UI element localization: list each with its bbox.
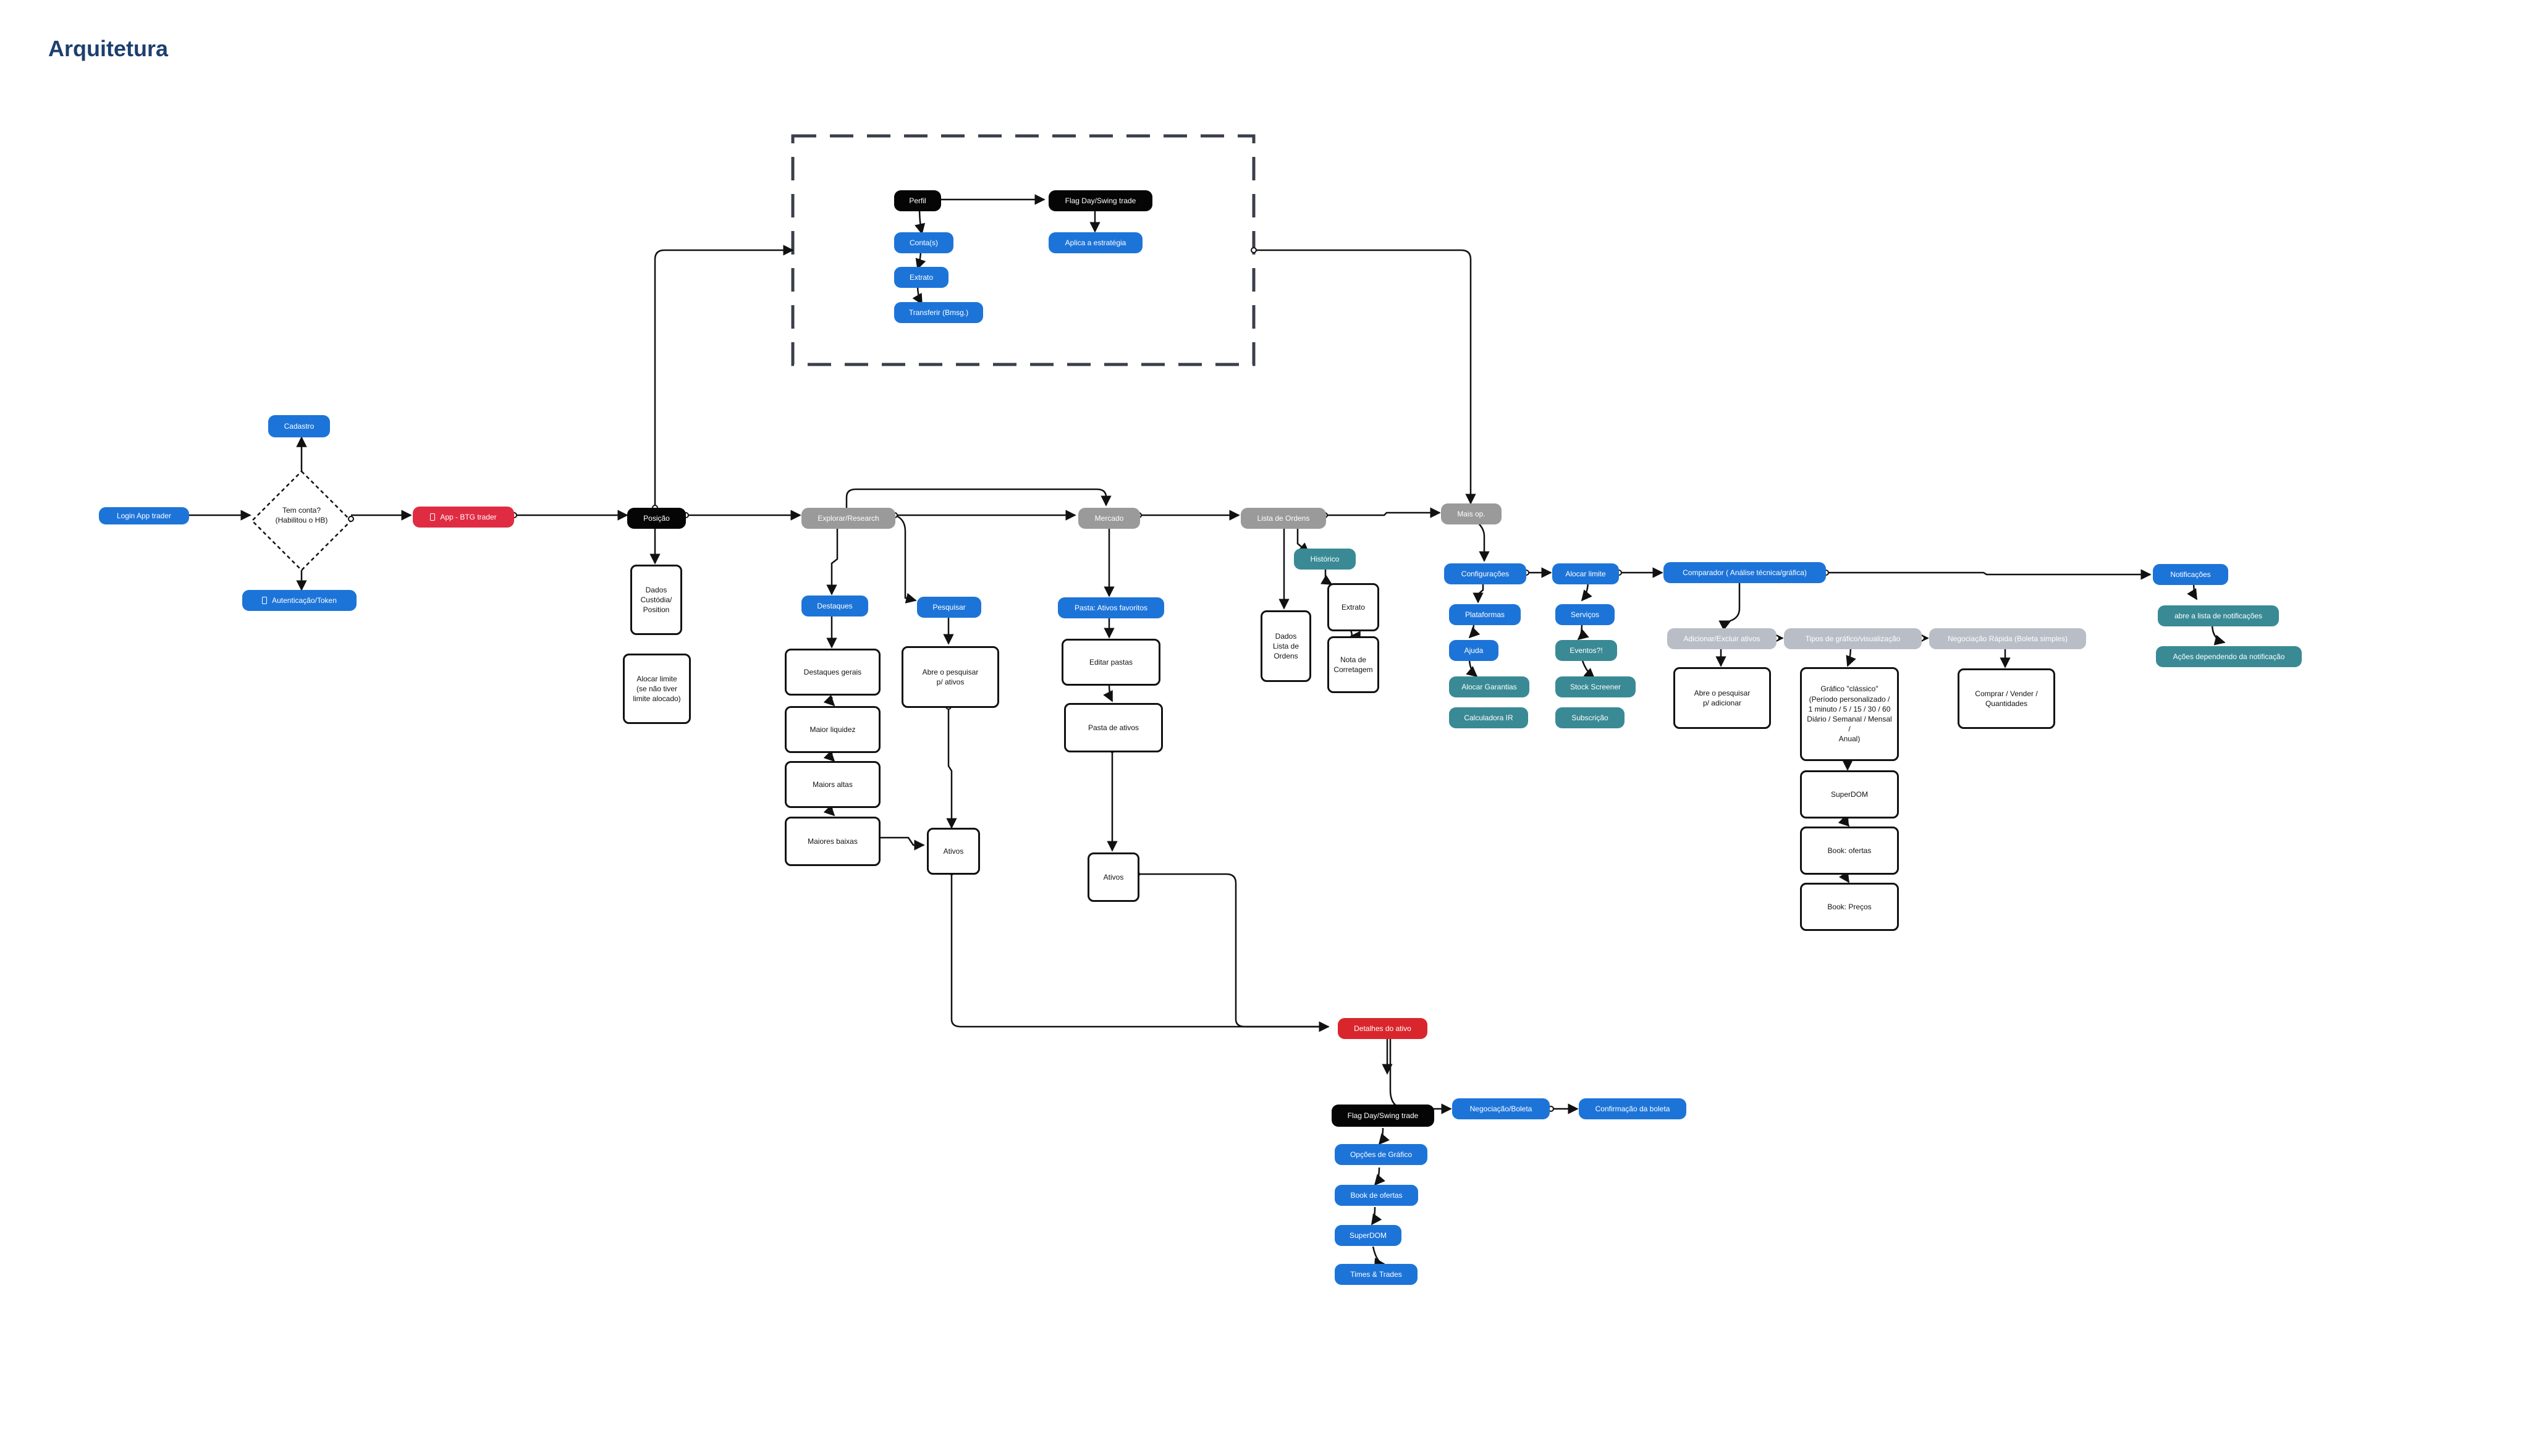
flag-day-swing-detalhes-node[interactable]: Flag Day/Swing trade [1332,1105,1434,1127]
perfil-node[interactable]: Perfil [894,190,941,211]
decision-diamond-shape [251,470,352,571]
eventos-node[interactable]: Eventos?! [1555,640,1617,661]
cadastro-node[interactable]: Cadastro [268,415,330,437]
maior-liquidez-box[interactable]: Maior liquidez [785,706,881,753]
servicos-node[interactable]: Serviços [1555,604,1615,625]
profile-group-frame [791,134,1256,366]
app-btg-trader-node[interactable]: App - BTG trader [413,507,514,528]
book-ofertas-comparador-box[interactable]: Book: ofertas [1800,827,1899,875]
tipos-grafico-visualizacao-node[interactable]: Tipos de gráfico/visualização [1784,628,1922,649]
destaques-gerais-box[interactable]: Destaques gerais [785,649,881,696]
times-trades-node[interactable]: Times & Trades [1335,1264,1418,1285]
abre-lista-notificacoes-node[interactable]: abre a lista de notificações [2158,605,2279,626]
nota-corretagem-box[interactable]: Nota de Corretagem [1327,636,1379,693]
grafico-classico-box[interactable]: Gráfico "clássico" (Período personalizad… [1800,667,1899,761]
mais-op-node[interactable]: Mais op. [1441,503,1502,524]
abre-pesquisar-adicionar-box[interactable]: Abre o pesquisar p/ adicionar [1673,667,1771,729]
ajuda-node[interactable]: Ajuda [1449,640,1498,661]
pasta-de-ativos-box[interactable]: Pasta de ativos [1064,703,1163,752]
transferir-node[interactable]: Transferir (Bmsg.) [894,302,983,323]
smartphone-icon [262,597,268,604]
editar-pastas-box[interactable]: Editar pastas [1062,639,1160,686]
dados-custodia-box[interactable]: Dados Custódia/ Position [630,565,682,635]
maiores-baixas-box[interactable]: Maiores baixas [785,817,881,866]
smartphone-icon [430,513,436,521]
book-precos-box[interactable]: Book: Preços [1800,883,1899,931]
autenticacao-token-node[interactable]: Autenticação/Token [242,590,357,611]
extrato-ordens-box[interactable]: Extrato [1327,583,1379,631]
negociacao-boleta-node[interactable]: Negociação/Boleta [1452,1098,1550,1119]
acoes-notificacao-node[interactable]: Ações dependendo da notificação [2156,646,2302,667]
superdom-detalhes-node[interactable]: SuperDOM [1335,1225,1401,1246]
adicionar-excluir-ativos-node[interactable]: Adicionar/Excluir ativos [1667,628,1777,649]
alocar-limite-posicao-box[interactable]: Alocar limite (se não tiver limite aloca… [623,654,691,724]
calculadora-ir-node[interactable]: Calculadora IR [1449,707,1528,728]
destaques-node[interactable]: Destaques [801,595,868,616]
alocar-garantias-node[interactable]: Alocar Garantias [1449,676,1529,697]
dados-lista-ordens-box[interactable]: Dados Lista de Ordens [1261,610,1311,682]
explorar-research-node[interactable]: Explorar/Research [801,508,895,529]
app-btg-trader-label: App - BTG trader [440,512,497,521]
confirmacao-boleta-node[interactable]: Confirmação da boleta [1579,1098,1686,1119]
negociacao-rapida-node[interactable]: Negociação Rápida (Boleta simples) [1929,628,2086,649]
configuracoes-node[interactable]: Configurações [1444,563,1526,584]
abre-pesquisar-ativos-box[interactable]: Abre o pesquisar p/ ativos [902,646,999,708]
mercado-node[interactable]: Mercado [1078,508,1140,529]
extrato-perfil-node[interactable]: Extrato [894,267,949,288]
lista-de-ordens-node[interactable]: Lista de Ordens [1241,508,1326,529]
pasta-ativos-favoritos-node[interactable]: Pasta: Ativos favoritos [1058,597,1164,618]
ativos-mercado-box[interactable]: Ativos [1088,852,1139,902]
alocar-limite-node[interactable]: Alocar limite [1552,563,1619,584]
ativos-explorar-box[interactable]: Ativos [927,828,980,875]
stock-screener-node[interactable]: Stock Screener [1555,676,1636,697]
flag-day-swing-perfil-node[interactable]: Flag Day/Swing trade [1049,190,1152,211]
maiores-altas-box[interactable]: Maiors altas [785,761,881,808]
comprar-vender-box[interactable]: Comprar / Vender / Quantidades [1958,668,2055,729]
detalhes-do-ativo-node[interactable]: Detalhes do ativo [1338,1018,1427,1039]
book-de-ofertas-node[interactable]: Book de ofertas [1335,1185,1418,1206]
comparador-node[interactable]: Comparador ( Análise técnica/gráfica) [1663,562,1826,583]
opcoes-grafico-node[interactable]: Opções de Gráfico [1335,1144,1427,1165]
subscricao-node[interactable]: Subscrição [1555,707,1625,728]
notificacoes-node[interactable]: Notificações [2153,564,2228,585]
login-app-trader-node[interactable]: Login App trader [99,507,189,524]
aplica-estrategia-node[interactable]: Aplica a estratégia [1049,232,1143,253]
autenticacao-token-label: Autenticação/Token [272,595,337,605]
plataformas-node[interactable]: Plataformas [1449,604,1521,625]
pesquisar-node[interactable]: Pesquisar [917,597,981,618]
posicao-node[interactable]: Posição [627,508,686,529]
page-title: Arquitetura [48,36,169,61]
historico-node[interactable]: Histórico [1294,549,1356,570]
superdom-comparador-box[interactable]: SuperDOM [1800,770,1899,818]
contas-node[interactable]: Conta(s) [894,232,953,253]
